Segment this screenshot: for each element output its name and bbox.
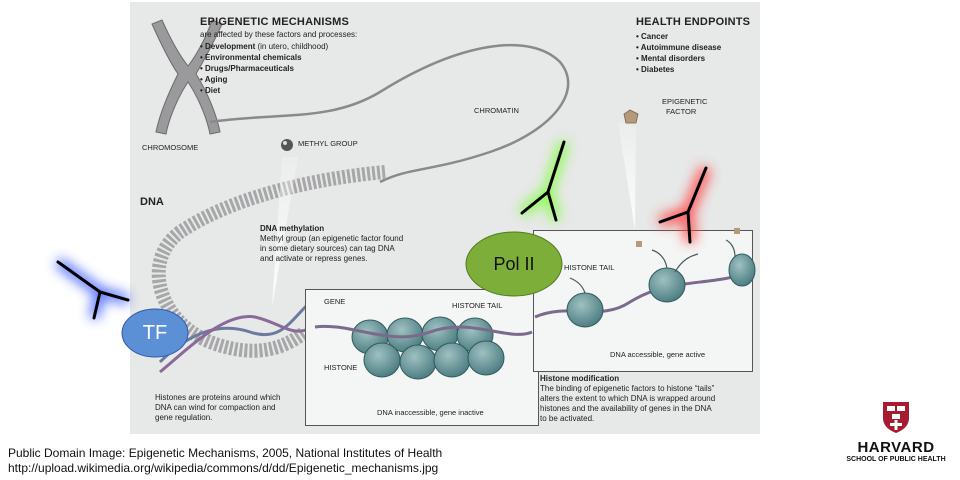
histone-tail-label-left: HISTONE TAIL bbox=[452, 301, 503, 310]
mechanism-item: Development (in utero, childhood) bbox=[200, 41, 328, 52]
mechanisms-list: Development (in utero, childhood) Enviro… bbox=[200, 41, 328, 96]
dna-methylation-line: Methyl group (an epigenetic factor found bbox=[260, 234, 404, 243]
histones-note-line: gene regulation. bbox=[155, 413, 213, 422]
nucleosome-chain-active bbox=[534, 228, 756, 328]
endpoints-list: Cancer Autoimmune disease Mental disorde… bbox=[636, 31, 721, 75]
methyl-group-label: METHYL GROUP bbox=[298, 139, 358, 148]
histones-note-line: Histones are proteins around which bbox=[155, 393, 281, 402]
histone-tail-label-right: HISTONE TAIL bbox=[564, 263, 615, 272]
pol-antibody-icon bbox=[518, 140, 569, 222]
harvard-school: SCHOOL OF PUBLIC HEALTH bbox=[846, 456, 946, 463]
credit-url: http://upload.wikimedia.org/wikipedia/co… bbox=[8, 461, 439, 475]
pol-label: Pol II bbox=[493, 253, 535, 274]
histones-note: Histones are proteins around which DNA c… bbox=[155, 393, 280, 423]
histone-modification-line: histones and the availability of genes i… bbox=[540, 404, 712, 413]
chromatin-strand bbox=[209, 43, 570, 184]
mechanism-item: Diet bbox=[200, 85, 328, 96]
dna-methylation-title: DNA methylation bbox=[260, 224, 325, 233]
tf-bubble-shape bbox=[121, 308, 189, 358]
epigenetics-figure: EPIGENETIC MECHANISMS are affected by th… bbox=[130, 2, 760, 434]
gene-label: GENE bbox=[324, 297, 346, 306]
pol-bubble: Pol II bbox=[466, 232, 562, 296]
tf-antibody-icon bbox=[55, 257, 130, 320]
chromatin-label: CHROMATIN bbox=[474, 106, 519, 115]
dna-label: DNA bbox=[140, 196, 164, 208]
epigenetic-factor-label-1: EPIGENETIC bbox=[662, 97, 708, 106]
epigenetic-factor-arrow bbox=[618, 122, 636, 230]
epigenetic-antibody-icon bbox=[657, 165, 712, 244]
active-caption: DNA accessible, gene active bbox=[610, 350, 706, 359]
harvard-logo: HARVARD SCHOOL OF PUBLIC HEALTH bbox=[838, 400, 954, 463]
dna-methylation-text: DNA methylation Methyl group (an epigene… bbox=[260, 224, 403, 264]
endpoint-item: Cancer bbox=[636, 31, 721, 42]
endpoint-item: Autoimmune disease bbox=[636, 42, 721, 53]
histone-label: HISTONE bbox=[324, 363, 358, 372]
histone-modification-line: to be activated. bbox=[540, 414, 595, 423]
endpoints-title: HEALTH ENDPOINTS bbox=[636, 16, 751, 28]
dna-methylation-line: and activate or repress genes. bbox=[260, 254, 368, 263]
figure-artwork bbox=[151, 19, 639, 374]
dna-methylation-line: in some dietary sources) can tag DNA bbox=[260, 244, 395, 253]
mechanism-item: Aging bbox=[200, 74, 328, 85]
credit-line: Public Domain Image: Epigenetic Mechanis… bbox=[8, 446, 443, 460]
mechanism-item: Environmental chemicals bbox=[200, 52, 328, 63]
histone-modification-line: The binding of epigenetic factors to his… bbox=[540, 384, 715, 393]
nucleosome-cluster-inactive bbox=[314, 316, 533, 380]
epigenetic-factor-label-2: FACTOR bbox=[666, 107, 697, 116]
histone-modification-line: alters the extent to which DNA is wrappe… bbox=[540, 394, 716, 403]
mechanisms-title: EPIGENETIC MECHANISMS bbox=[200, 16, 350, 28]
image-credit: Public Domain Image: Epigenetic Mechanis… bbox=[8, 446, 442, 476]
nucleosomes bbox=[314, 228, 756, 380]
histones-note-line: DNA can wind for compaction and bbox=[155, 403, 276, 412]
harvard-name: HARVARD bbox=[857, 439, 935, 456]
harvard-shield-icon bbox=[883, 402, 909, 433]
mechanisms-subtitle: are affected by these factors and proces… bbox=[200, 30, 358, 39]
inactive-caption: DNA inaccessible, gene inactive bbox=[377, 408, 484, 417]
chromosome-label: CHROMOSOME bbox=[142, 143, 199, 152]
mechanism-item: Drugs/Pharmaceuticals bbox=[200, 63, 328, 74]
histone-modification-title: Histone modification bbox=[540, 374, 620, 383]
methyl-arrow bbox=[272, 157, 298, 307]
dna-coil bbox=[151, 165, 386, 358]
epigenetic-factor-icon bbox=[623, 109, 639, 124]
tf-label: TF bbox=[142, 321, 168, 344]
endpoint-item: Diabetes bbox=[636, 64, 721, 75]
histone-modification-text: Histone modification The binding of epig… bbox=[540, 374, 715, 424]
tf-bubble: TF bbox=[122, 309, 188, 357]
endpoint-item: Mental disorders bbox=[636, 53, 721, 64]
pol-bubble-shape bbox=[465, 231, 563, 297]
